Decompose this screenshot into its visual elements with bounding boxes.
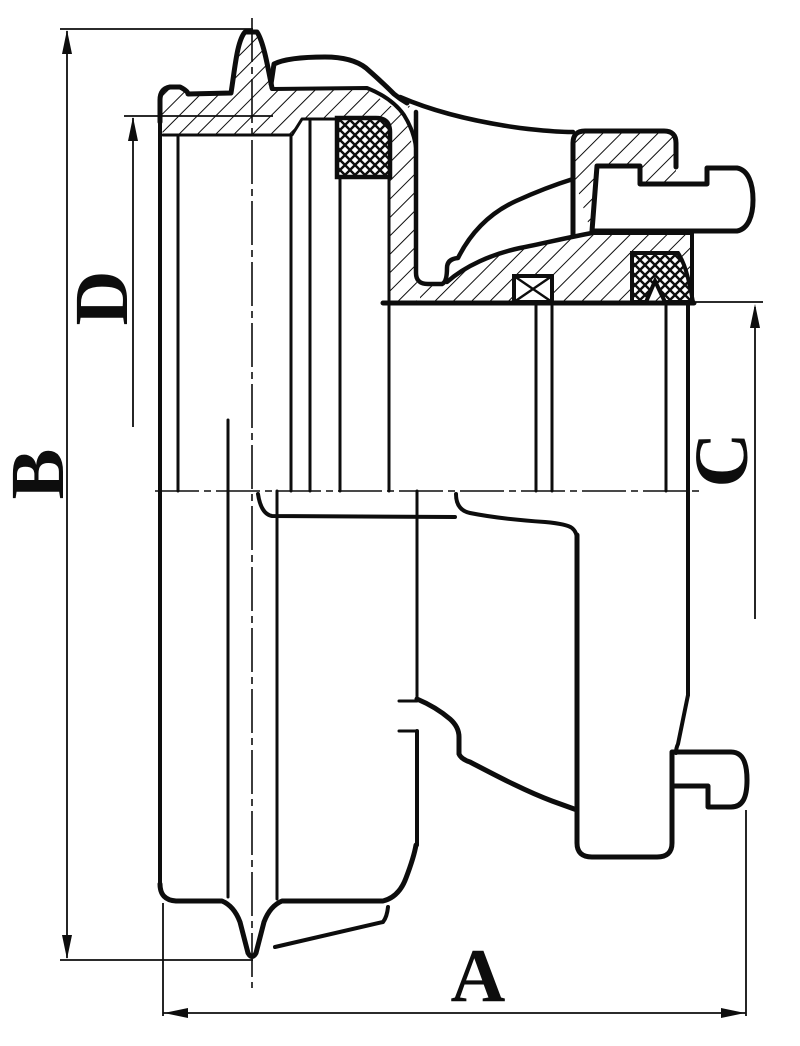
dimension-labels: B D C A <box>0 271 764 1018</box>
part-outlines <box>157 29 756 959</box>
seals <box>334 115 696 304</box>
head-rear-cone <box>414 696 580 813</box>
main-gasket <box>334 115 393 180</box>
sleeve-edge <box>256 492 457 519</box>
barb-cone-line <box>273 905 390 949</box>
head-gasket <box>630 251 696 304</box>
housing-outline <box>574 532 675 860</box>
hose-tail-wall-section <box>160 32 416 165</box>
label-dimension-d: D <box>60 271 144 326</box>
nut-rim-face <box>272 57 404 112</box>
dimension-annotations <box>60 28 763 1016</box>
upper-lug <box>589 163 756 234</box>
head-cavity <box>417 110 573 282</box>
cavity-outline <box>413 109 576 287</box>
label-dimension-c: C <box>680 433 764 488</box>
hose-tail-top-profile <box>157 29 275 125</box>
sleeve-lip <box>454 492 579 542</box>
centerlines <box>155 18 700 988</box>
label-dimension-a: A <box>451 934 506 1018</box>
o-ring-seal <box>512 274 554 304</box>
nut-block-outline <box>570 128 679 239</box>
head-flange-section <box>420 232 692 302</box>
head-neck-section <box>390 95 417 302</box>
label-dimension-b: B <box>0 449 80 500</box>
cone-gap <box>448 178 591 281</box>
tail-bottom-silhouette <box>157 842 419 959</box>
lower-lug <box>669 749 750 810</box>
white-reliefs <box>272 57 591 282</box>
nut-rim-profile <box>268 54 410 106</box>
dimension-arrowheads <box>62 30 760 1018</box>
